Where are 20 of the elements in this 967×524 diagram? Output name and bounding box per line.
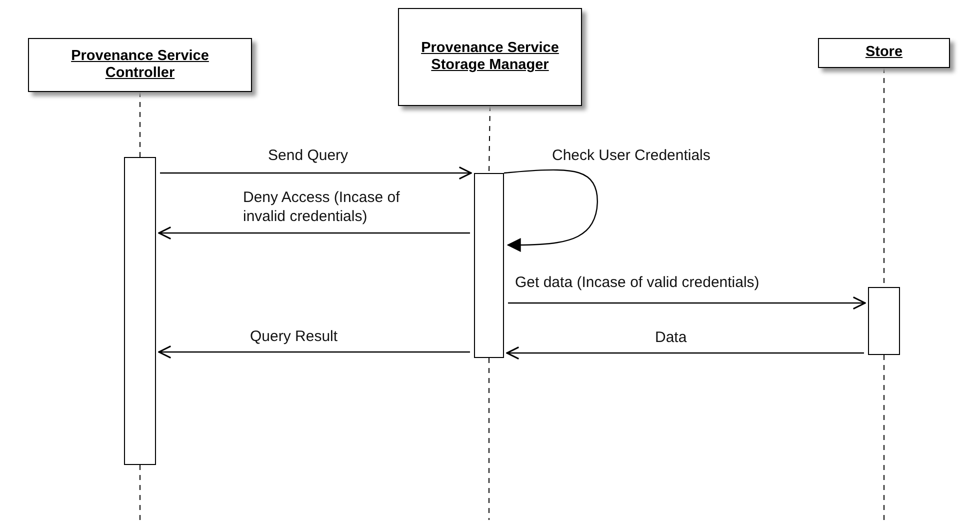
self-message-arrow [504,169,598,252]
participant-name: Provenance Service Storage Manager [420,40,560,74]
lifeline-header-box [398,8,582,106]
edge-label: Send Query [268,147,348,166]
edge-label: Query Result [250,328,338,347]
lifeline [488,106,490,174]
participant-name: Store [865,44,903,62]
edge-label: Get data (Incase of valid credentials) [515,274,760,293]
lifeline-header-box [818,38,950,68]
message-arrow [508,296,866,310]
message-arrow [158,226,470,240]
message-arrow [158,345,470,359]
activation-bar [474,173,504,358]
activation-bar [124,157,156,465]
lifeline [488,358,490,520]
activation-bar [868,287,900,355]
message-arrow [506,346,864,360]
message-arrow [160,166,472,180]
participant-name: Provenance Service Controller [70,48,210,82]
lifeline-header-box [28,38,252,92]
